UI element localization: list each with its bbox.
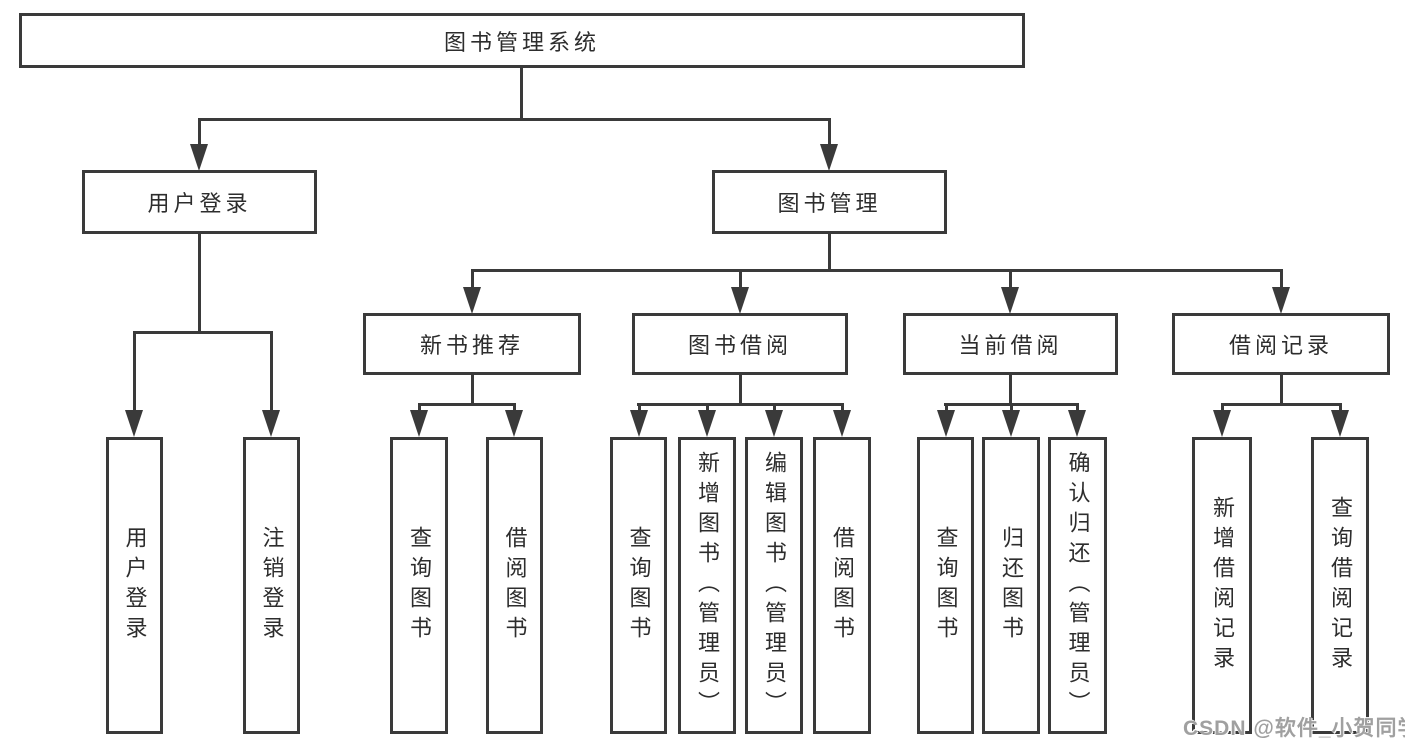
leaf-user-login: 用户登录	[106, 437, 163, 734]
leaf-edit-book-admin: 编辑图书（管理员）	[745, 437, 803, 734]
leaf-return-book: 归还图书	[982, 437, 1040, 734]
arrow-down-icon	[125, 410, 143, 437]
leaf-query-books-current: 查询图书	[917, 437, 974, 734]
connector-line	[1221, 403, 1224, 412]
arrow-down-icon	[820, 144, 838, 171]
connector-line	[133, 331, 273, 334]
leaf-query-borrow-record: 查询借阅记录	[1311, 437, 1369, 734]
leaf-query-books-recommend: 查询图书	[390, 437, 448, 734]
arrow-down-icon	[505, 410, 523, 437]
connector-line	[828, 234, 831, 272]
connector-line	[418, 403, 421, 412]
connector-line	[739, 269, 742, 288]
connector-line	[1280, 269, 1283, 288]
arrow-down-icon	[731, 287, 749, 314]
arrow-down-icon	[1272, 287, 1290, 314]
connector-line	[739, 375, 742, 406]
arrow-down-icon	[410, 410, 428, 437]
node-borrow-records: 借阅记录	[1172, 313, 1390, 375]
leaf-borrow-books-recommend: 借阅图书	[486, 437, 543, 734]
arrow-down-icon	[765, 410, 783, 437]
arrow-down-icon	[1001, 287, 1019, 314]
arrow-down-icon	[1002, 410, 1020, 437]
arrow-down-icon	[937, 410, 955, 437]
connector-line	[471, 375, 474, 406]
leaf-logout: 注销登录	[243, 437, 300, 734]
connector-line	[133, 331, 136, 412]
arrow-down-icon	[463, 287, 481, 314]
leaf-add-borrow-record: 新增借阅记录	[1192, 437, 1252, 734]
connector-line	[637, 403, 844, 406]
connector-line	[773, 403, 776, 412]
connector-line	[471, 269, 474, 288]
arrow-down-icon	[1068, 410, 1086, 437]
arrow-down-icon	[833, 410, 851, 437]
connector-line	[945, 403, 948, 412]
arrow-down-icon	[1331, 410, 1349, 437]
connector-line	[841, 403, 844, 412]
node-root: 图书管理系统	[19, 13, 1025, 68]
connector-line	[828, 118, 831, 146]
leaf-borrow-books-borrow: 借阅图书	[813, 437, 871, 734]
connector-line	[418, 403, 516, 406]
arrow-down-icon	[190, 144, 208, 171]
connector-line	[1010, 403, 1013, 412]
connector-line	[513, 403, 516, 412]
leaf-query-books-borrow: 查询图书	[610, 437, 667, 734]
arrow-down-icon	[630, 410, 648, 437]
arrow-down-icon	[1213, 410, 1231, 437]
connector-line	[1009, 269, 1012, 288]
arrow-down-icon	[698, 410, 716, 437]
leaf-confirm-return-admin: 确认归还（管理员）	[1048, 437, 1107, 734]
connector-line	[270, 331, 273, 412]
node-new-book-recommend: 新书推荐	[363, 313, 581, 375]
node-book-borrow: 图书借阅	[632, 313, 848, 375]
connector-line	[706, 403, 709, 412]
connector-line	[471, 269, 1283, 272]
connector-line	[198, 118, 201, 146]
connector-line	[198, 234, 201, 333]
connector-line	[1280, 375, 1283, 406]
arrow-down-icon	[262, 410, 280, 437]
connector-line	[1221, 403, 1342, 406]
connector-line	[198, 118, 830, 121]
node-book-management: 图书管理	[712, 170, 947, 234]
connector-line	[638, 403, 641, 412]
connector-line	[520, 68, 523, 121]
leaf-add-book-admin: 新增图书（管理员）	[678, 437, 736, 734]
watermark: CSDN @软件_小贺同学	[1183, 717, 1405, 740]
connector-line	[1076, 403, 1079, 412]
node-current-borrow: 当前借阅	[903, 313, 1118, 375]
connector-line	[1339, 403, 1342, 412]
connector-line	[1009, 375, 1012, 406]
node-user-login: 用户登录	[82, 170, 317, 234]
